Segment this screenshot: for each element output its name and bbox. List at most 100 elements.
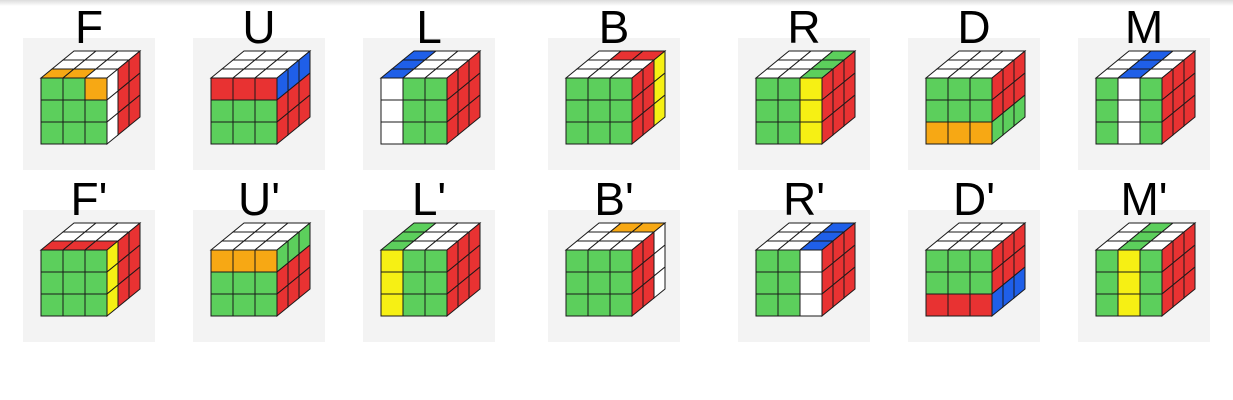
front-sticker xyxy=(969,99,993,123)
front-sticker xyxy=(969,121,993,145)
cube-tile xyxy=(738,210,870,342)
front-sticker xyxy=(424,77,448,101)
front-sticker xyxy=(565,293,589,317)
front-sticker xyxy=(609,99,633,123)
front-sticker xyxy=(40,121,64,145)
front-sticker xyxy=(402,249,426,273)
front-sticker xyxy=(1117,249,1141,273)
right-sticker xyxy=(843,265,856,300)
front-sticker xyxy=(777,271,801,295)
front-sticker xyxy=(84,77,108,101)
front-sticker xyxy=(1139,77,1163,101)
front-sticker xyxy=(232,293,256,317)
front-sticker xyxy=(565,249,589,273)
front-sticker xyxy=(380,121,404,145)
front-sticker xyxy=(799,99,823,123)
cube-tile xyxy=(908,38,1040,170)
front-sticker xyxy=(232,249,256,273)
front-sticker xyxy=(777,99,801,123)
move-label: L' xyxy=(411,173,447,225)
front-sticker xyxy=(925,77,949,101)
front-sticker xyxy=(1117,121,1141,145)
front-sticker xyxy=(232,77,256,101)
front-sticker xyxy=(609,121,633,145)
front-sticker xyxy=(947,121,971,145)
front-sticker xyxy=(969,271,993,295)
front-sticker xyxy=(232,271,256,295)
right-sticker xyxy=(843,93,856,128)
front-sticker xyxy=(1139,249,1163,273)
cube-svg xyxy=(924,49,1027,146)
front-sticker xyxy=(925,293,949,317)
front-sticker xyxy=(62,249,86,273)
front-sticker xyxy=(947,271,971,295)
move-label: M' xyxy=(1120,173,1168,225)
front-sticker xyxy=(587,99,611,123)
right-sticker xyxy=(653,265,666,300)
front-sticker xyxy=(1095,121,1119,145)
cube-svg xyxy=(379,221,482,318)
front-sticker xyxy=(210,77,234,101)
front-sticker xyxy=(799,77,823,101)
cube-svg xyxy=(564,49,667,146)
front-sticker xyxy=(587,293,611,317)
front-sticker xyxy=(947,99,971,123)
cube-tile xyxy=(363,210,495,342)
front-sticker xyxy=(969,77,993,101)
front-sticker xyxy=(777,121,801,145)
move-label: R xyxy=(787,1,821,53)
front-sticker xyxy=(402,293,426,317)
cube-svg xyxy=(754,221,857,318)
cube-tile xyxy=(23,210,155,342)
front-sticker xyxy=(232,121,256,145)
cube-svg xyxy=(1094,221,1197,318)
move-label: F xyxy=(74,1,104,53)
front-sticker xyxy=(254,77,278,101)
front-sticker xyxy=(254,271,278,295)
front-sticker xyxy=(62,271,86,295)
front-sticker xyxy=(380,293,404,317)
front-sticker xyxy=(62,293,86,317)
move-label: M xyxy=(1124,1,1164,53)
front-sticker xyxy=(587,249,611,273)
front-sticker xyxy=(254,99,278,123)
move-label: D' xyxy=(952,173,995,225)
cube-tile xyxy=(548,210,680,342)
move-label: D xyxy=(957,1,991,53)
right-sticker xyxy=(468,265,481,300)
front-sticker xyxy=(1095,293,1119,317)
front-sticker xyxy=(40,271,64,295)
front-sticker xyxy=(232,99,256,123)
right-sticker xyxy=(298,265,311,300)
front-sticker xyxy=(755,99,779,123)
front-sticker xyxy=(1117,99,1141,123)
move-label: F' xyxy=(70,173,108,225)
front-sticker xyxy=(210,121,234,145)
front-sticker xyxy=(210,271,234,295)
front-sticker xyxy=(1095,77,1119,101)
front-sticker xyxy=(565,77,589,101)
front-sticker xyxy=(755,271,779,295)
front-sticker xyxy=(799,121,823,145)
right-sticker xyxy=(1183,265,1196,300)
front-sticker xyxy=(1095,249,1119,273)
front-sticker xyxy=(84,249,108,273)
front-sticker xyxy=(424,121,448,145)
front-sticker xyxy=(609,271,633,295)
front-sticker xyxy=(755,121,779,145)
front-sticker xyxy=(402,77,426,101)
front-sticker xyxy=(947,77,971,101)
front-sticker xyxy=(565,121,589,145)
move-label: B xyxy=(598,1,630,53)
move-label: U' xyxy=(237,173,280,225)
move-label: L xyxy=(416,1,442,53)
front-sticker xyxy=(777,249,801,273)
front-sticker xyxy=(380,249,404,273)
front-sticker xyxy=(609,77,633,101)
right-sticker xyxy=(653,93,666,128)
front-sticker xyxy=(925,121,949,145)
cube-tile xyxy=(23,38,155,170)
front-sticker xyxy=(1139,99,1163,123)
front-sticker xyxy=(777,293,801,317)
front-sticker xyxy=(1095,271,1119,295)
